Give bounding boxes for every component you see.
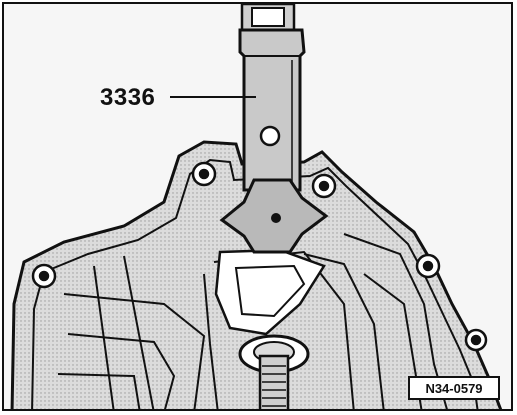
- housing-inner-rim: [31, 158, 479, 409]
- tool-callout-label: 3336: [100, 84, 156, 111]
- figure-reference-label: N34-0579: [408, 376, 500, 400]
- special-tool-3336: [219, 4, 329, 254]
- bolt-bosses: [31, 161, 488, 352]
- technical-illustration-frame: 3336 N34-0579: [2, 2, 513, 411]
- output-shaft: [238, 334, 310, 409]
- transmission-housing-drawing: [10, 4, 503, 409]
